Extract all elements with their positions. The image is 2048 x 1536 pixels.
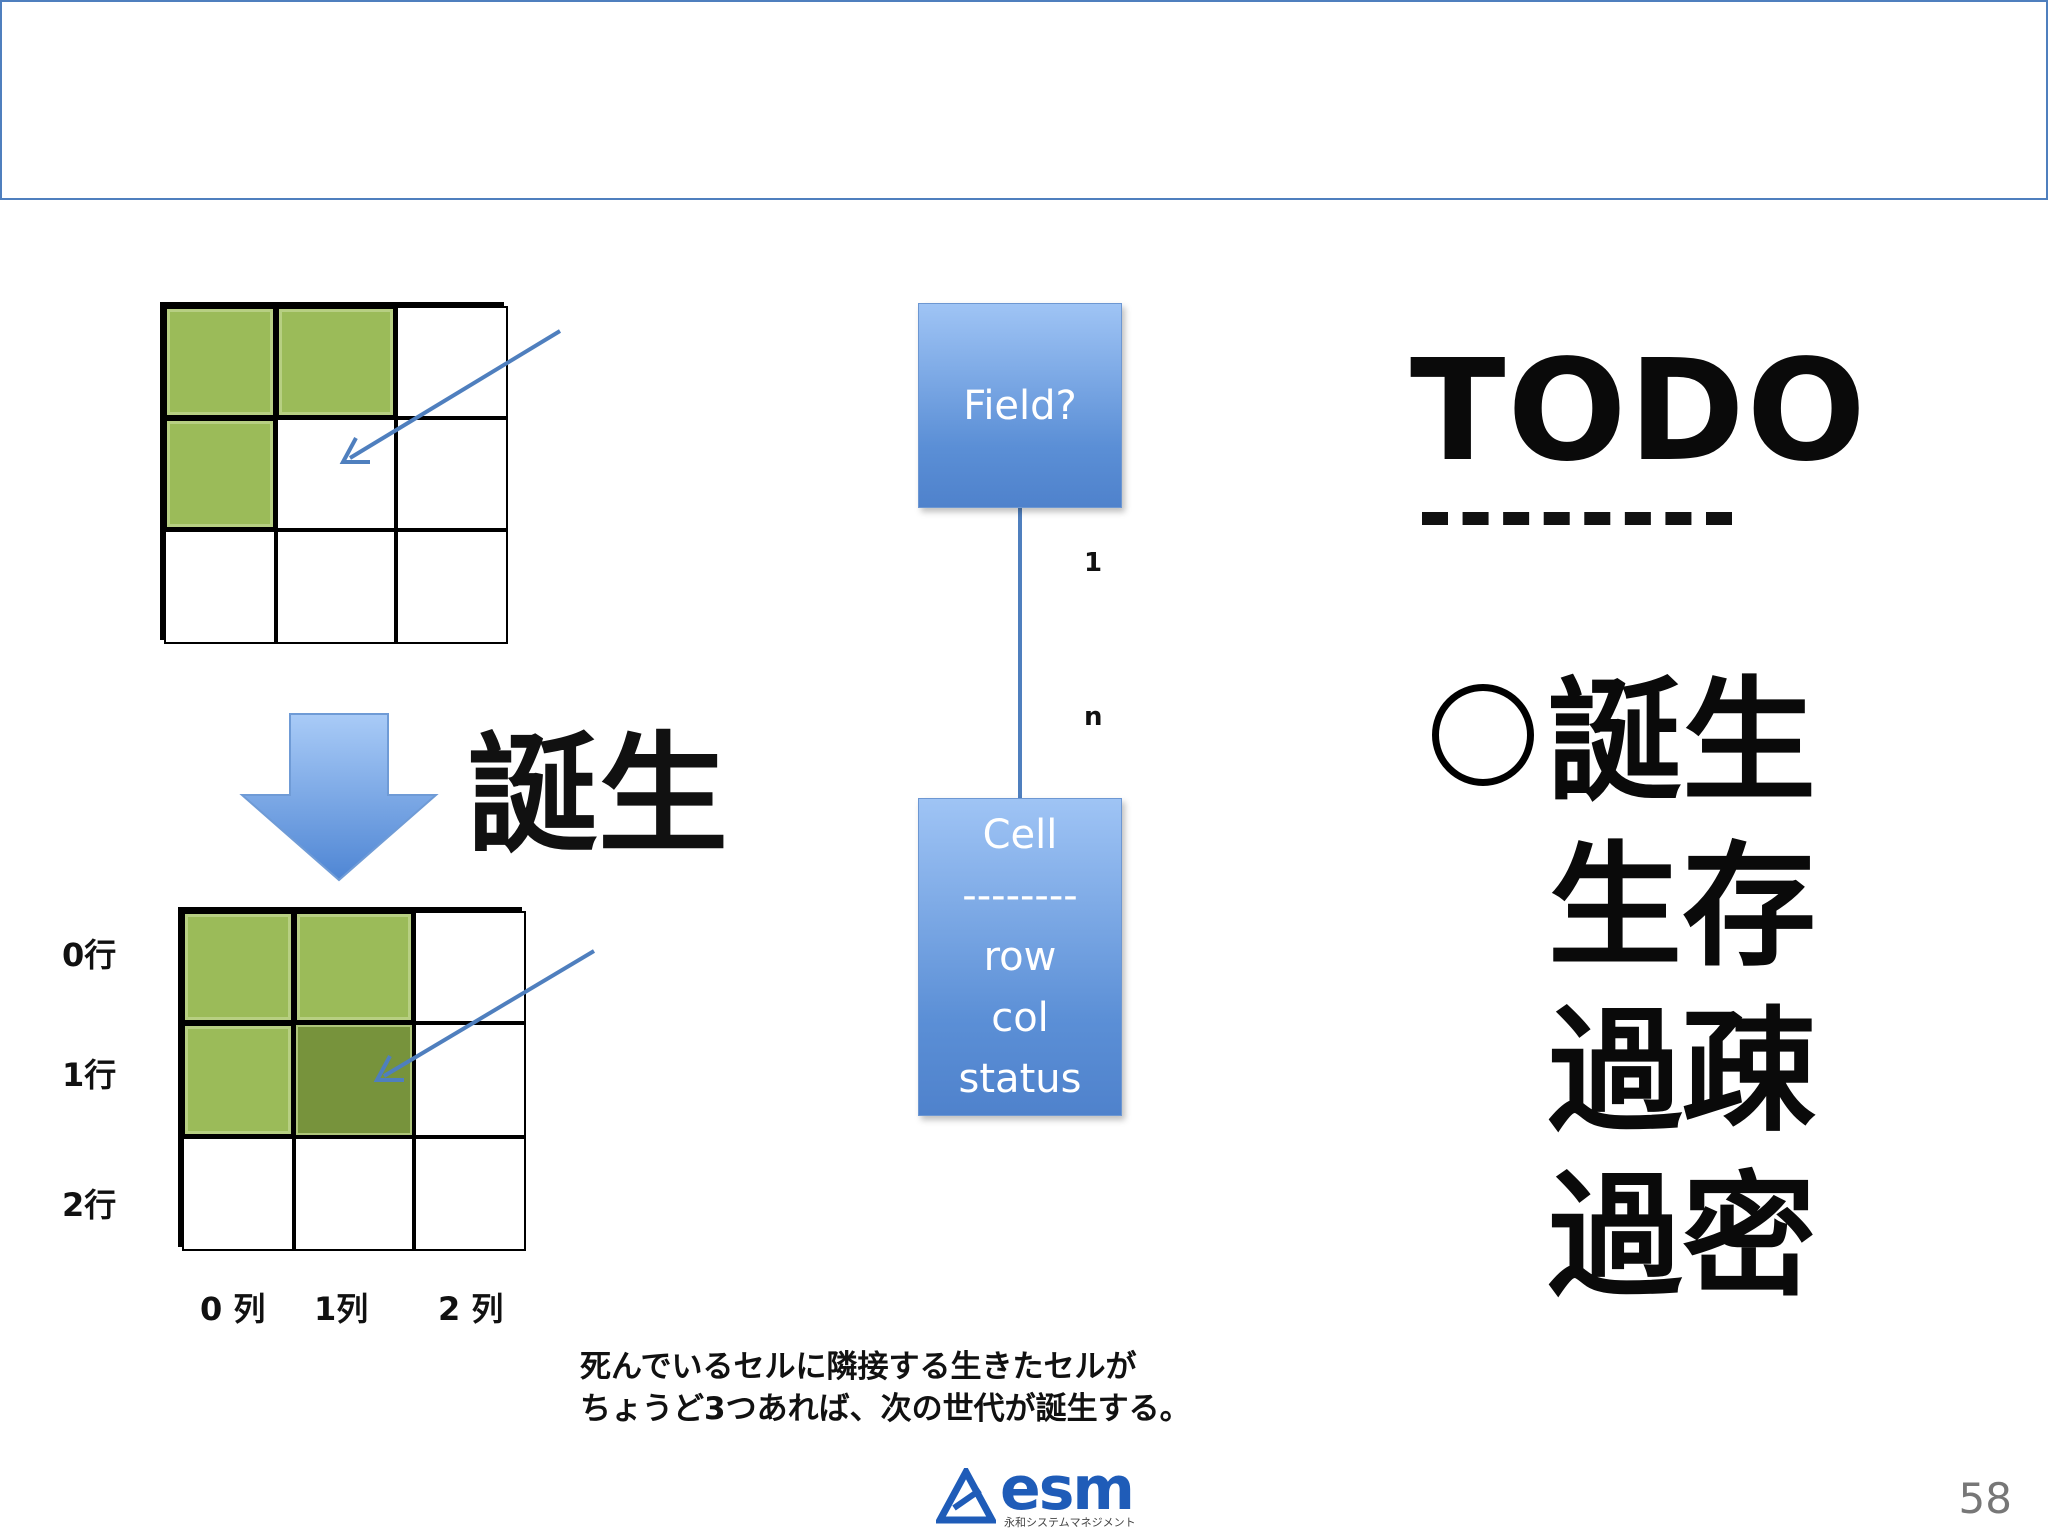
- column-label: 2 列: [438, 1290, 504, 1328]
- grid-cell: [182, 911, 294, 1023]
- row-label: 2行: [62, 1186, 117, 1224]
- grid-cell: [164, 418, 276, 530]
- cell-class-name: Cell: [982, 812, 1058, 858]
- multiplicity-bottom: n: [1084, 702, 1103, 732]
- done-circle-icon: [1432, 684, 1534, 786]
- cell-class-separator: --------: [962, 873, 1078, 919]
- todo-list: 誕生 生存 過疎 過密: [1548, 660, 1848, 1320]
- grid-cell: [396, 530, 508, 644]
- field-class-box: Field?: [918, 303, 1122, 508]
- page-number: 58: [1958, 1474, 2012, 1523]
- pointer-arrow-icon: [339, 329, 562, 464]
- logo-subtitle: 永和システムマネジメント: [1004, 1516, 1136, 1529]
- cell-attribute-col: col: [991, 995, 1049, 1041]
- todo-divider: [1422, 512, 1732, 525]
- multiplicity-top: 1: [1084, 548, 1103, 578]
- pointer-arrow-icon: [373, 949, 596, 1082]
- grid-cell: [414, 1137, 526, 1251]
- column-label: 0 列: [200, 1290, 266, 1328]
- column-label: 1列: [314, 1290, 369, 1328]
- todo-item: 誕生: [1548, 664, 1817, 820]
- cell-attribute-row: row: [983, 934, 1057, 980]
- slide-title-bar: [0, 0, 2048, 200]
- grid-cell: [414, 1023, 526, 1137]
- grid-after: [178, 907, 526, 1251]
- cell-class-box: Cell -------- row col status: [918, 798, 1122, 1116]
- caption-line: ちょうど3つあれば、次の世代が誕生する。: [580, 1391, 1191, 1427]
- grid-cell: [294, 1137, 414, 1251]
- todo-item: 生存: [1548, 829, 1817, 985]
- grid-cell: [182, 1023, 294, 1137]
- caption-line: 死んでいるセルに隣接する生きたセルが: [580, 1349, 1137, 1385]
- todo-item: 過疎: [1548, 994, 1817, 1150]
- transition-label: 誕生: [468, 719, 729, 871]
- grid-cell: [164, 306, 276, 418]
- todo-title: TODO: [1410, 330, 1868, 493]
- grid-before: [160, 302, 508, 644]
- grid-cell: [164, 530, 276, 644]
- field-class-name: Field?: [963, 382, 1077, 429]
- grid-cell: [294, 911, 414, 1023]
- logo-wordmark: esm: [1000, 1454, 1135, 1524]
- down-arrow-icon: [239, 713, 439, 882]
- grid-cell: [182, 1137, 294, 1251]
- grid-cell: [396, 306, 508, 418]
- cell-attribute-status: status: [958, 1056, 1082, 1102]
- row-label: 1行: [62, 1056, 117, 1094]
- rule-caption: 死んでいるセルに隣接する生きたセルが ちょうど3つあれば、次の世代が誕生する。: [580, 1346, 1191, 1430]
- grid-cell: [396, 418, 508, 530]
- row-label: 0行: [62, 936, 117, 974]
- grid-cell: [276, 530, 396, 644]
- logo-mark-icon: [936, 1468, 996, 1524]
- todo-item: 過密: [1548, 1159, 1817, 1315]
- grid-cell: [276, 418, 396, 530]
- company-logo: esm 永和システムマネジメント: [936, 1454, 1136, 1532]
- grid-cell: [276, 306, 396, 418]
